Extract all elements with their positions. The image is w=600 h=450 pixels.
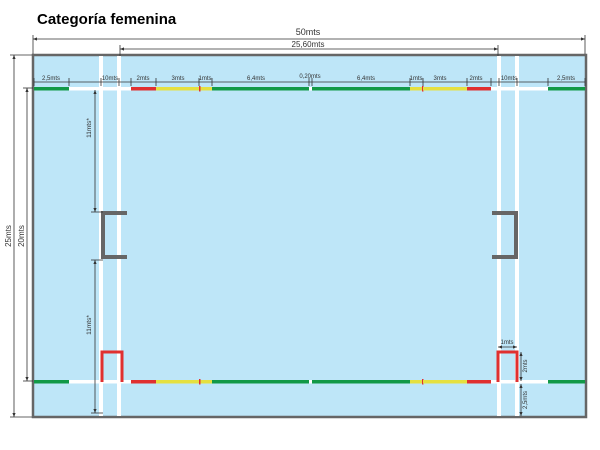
dim-segment-2-5-right: 2,5mts: [557, 76, 575, 82]
dim-segment-1-left: 1mts: [198, 76, 211, 82]
dim-segment-6-4-left: 6,4mts: [247, 76, 265, 82]
dim-total-width: 25mts: [4, 225, 13, 247]
dim-segment-6-4-right: 6,4mts: [357, 76, 375, 82]
pool-area: [31, 53, 588, 419]
dim-segment-3-left: 3mts: [171, 76, 184, 82]
penalty-box-right: [496, 350, 519, 382]
dim-11-upper: 11mts*: [86, 118, 93, 138]
dim-segment-1-right: 1mts: [409, 76, 422, 82]
lane-rope-right-inner: [497, 56, 501, 416]
dim-box-depth: 2mts: [523, 359, 529, 372]
penalty-box-left: [100, 350, 124, 382]
dim-segment-10-right: 10mts: [501, 76, 517, 82]
dim-total-length: 50mts: [296, 27, 321, 37]
dim-segment-10-left: 10mts: [102, 76, 118, 82]
dim-bottom-margin: 2,5mts: [523, 391, 529, 409]
dim-field-width: 20mts: [17, 225, 26, 247]
dim-segment-center: 0,20mts: [299, 74, 320, 80]
lane-rope-left-inner: [117, 56, 121, 416]
dim-box-width: 1mts: [500, 340, 513, 346]
dim-segment-2-5-left: 2,5mts: [42, 76, 60, 82]
goal-left: [101, 211, 127, 259]
dim-segment-2-right: 2mts: [469, 76, 482, 82]
dim-segment-3-right: 3mts: [433, 76, 446, 82]
dim-field-length: 25,60mts: [292, 40, 325, 49]
top-boundary-line: [34, 86, 585, 92]
dim-segment-2-left: 2mts: [136, 76, 149, 82]
dim-11-lower: 11mts*: [86, 315, 93, 335]
diagram-title: Categoría femenina: [37, 11, 177, 28]
bottom-boundary-line: [34, 379, 585, 385]
goal-right: [492, 211, 518, 259]
